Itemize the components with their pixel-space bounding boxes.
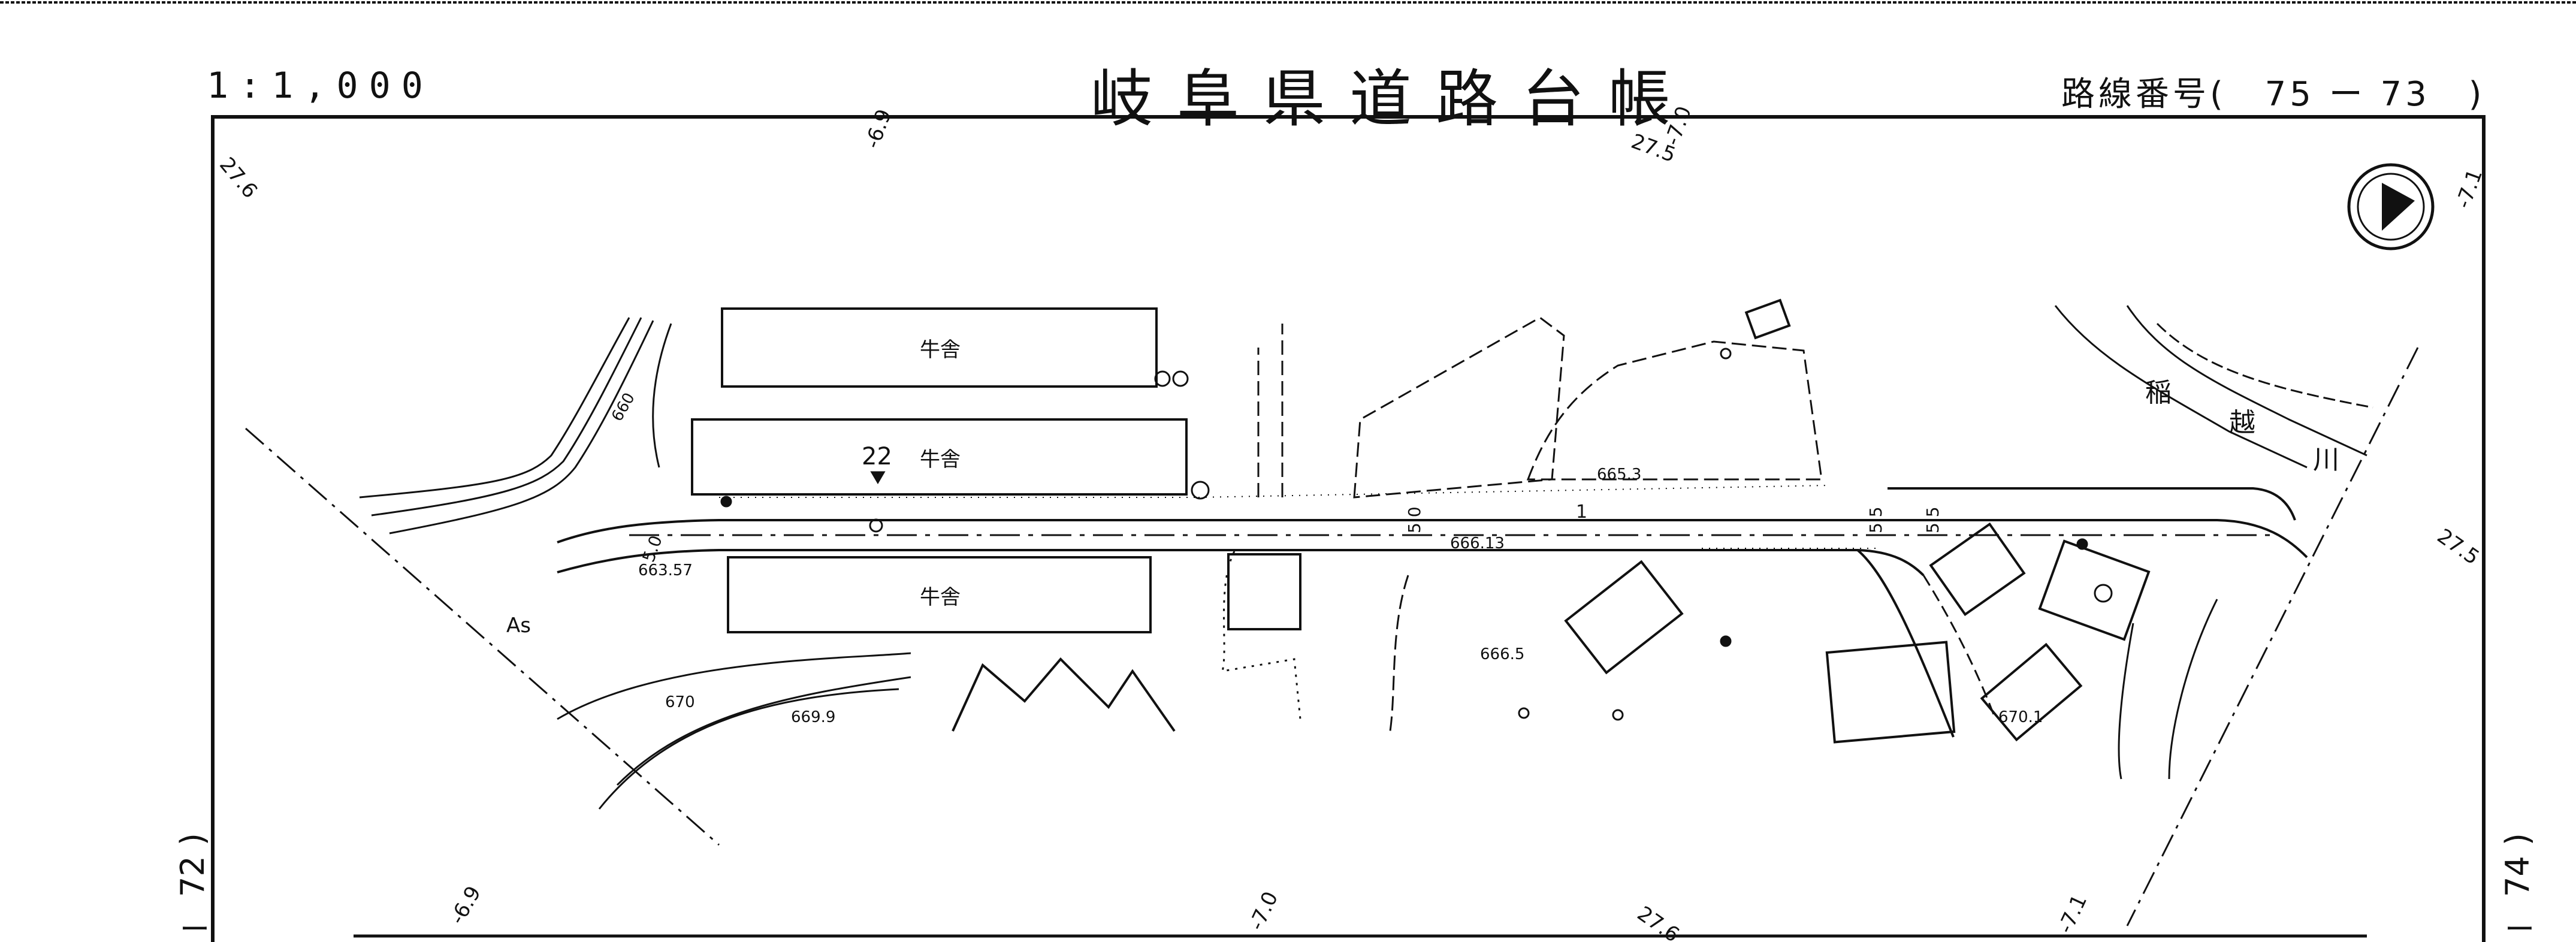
grid-mark: -7.1 — [2053, 891, 2092, 937]
building-label: 牛舎 — [920, 338, 961, 362]
route-label: 路線番号( — [2061, 75, 2227, 114]
building-label: 牛舎 — [920, 448, 961, 472]
utility-pole-icon — [1612, 709, 1624, 721]
river-label: 稲 — [2145, 378, 2172, 408]
hydrant-icon — [869, 518, 883, 533]
road-width-label: 5.0 — [1405, 506, 1424, 533]
road-width-label: 5.0 — [639, 533, 666, 564]
grid-mark: 27.5 — [2433, 524, 2484, 570]
parcel-lines — [359, 305, 2373, 810]
adjacent-right-dash: ー — [2505, 912, 2535, 942]
map-extent-lines — [245, 347, 2419, 926]
elevation-label: 666.13 — [1450, 535, 1505, 552]
north-arrow-icon — [2347, 163, 2435, 250]
road-width-label: 5.5 — [1923, 506, 1943, 533]
river-label: 川 — [2313, 445, 2339, 475]
building — [1227, 553, 1301, 630]
barn-building — [691, 418, 1188, 496]
elevation-label: 670.1 — [1998, 708, 2043, 726]
road-width-label: 5.5 — [1866, 506, 1886, 533]
elevation-label: 663.57 — [638, 561, 693, 579]
contour-label: 660 — [608, 390, 639, 425]
sun-symbol-icon — [2094, 584, 2113, 603]
utility-pole-icon — [1720, 348, 1732, 360]
manhole-icon — [2076, 538, 2088, 550]
terrace-structure — [952, 657, 1176, 732]
station-marker-icon — [870, 471, 886, 484]
section-number: 1 — [1576, 502, 1587, 523]
elevation-label: 665.3 — [1597, 466, 1641, 484]
contour-label: 670 — [665, 693, 695, 711]
building — [1564, 560, 1684, 675]
grid-mark: -7.0 — [1245, 888, 1283, 934]
adjacent-left-dash: ー — [180, 912, 210, 942]
prefectural-road — [557, 485, 2308, 738]
station-number: 22 — [862, 443, 892, 470]
utility-pole-icon — [1172, 370, 1189, 387]
route-close: ) — [2468, 75, 2486, 114]
grid-marks: 27.6 -6.9 27.5 -7.0 -7.1 27.5 -6.9 -7.0 … — [215, 103, 2487, 942]
elevation-label: 669.9 — [791, 708, 835, 726]
route-number-label: 路線番号( 75 ー 73 ) — [2061, 67, 2485, 116]
barn-building — [727, 556, 1152, 633]
grid-mark: -7.0 — [1660, 103, 1696, 149]
manhole-icon — [720, 496, 732, 508]
utility-pole-icon — [1154, 370, 1171, 387]
sheet-title: 岐阜県道路台帳 — [1091, 62, 1695, 135]
manhole-icon — [1720, 635, 1732, 647]
river-label: 越 — [2229, 407, 2255, 438]
building — [1980, 642, 2083, 742]
utility-pole-icon — [1518, 707, 1530, 719]
grid-mark: -6.9 — [860, 106, 896, 152]
building — [1825, 641, 1956, 744]
elevation-label: 666.5 — [1480, 645, 1524, 663]
barn-building — [721, 307, 1158, 388]
route-number: 75 ー 73 — [2264, 75, 2430, 114]
grid-mark: -6.9 — [445, 882, 486, 928]
building-label: 牛舎 — [920, 585, 961, 609]
buildings — [691, 298, 2151, 744]
map-labels: 牛舎 牛舎 牛舎 22 稲 越 川 663.57 666.13 665.3 66… — [506, 338, 2339, 726]
building — [2038, 539, 2151, 641]
building — [1929, 522, 2026, 617]
building — [1744, 298, 1791, 340]
grid-mark: 27.6 — [215, 153, 262, 203]
map-scale: 1:1,000 — [207, 65, 434, 107]
map-frame — [211, 115, 2486, 942]
utility-symbols — [720, 348, 2113, 721]
surface-label: As — [506, 614, 531, 638]
utility-pole-icon — [1191, 481, 1210, 500]
